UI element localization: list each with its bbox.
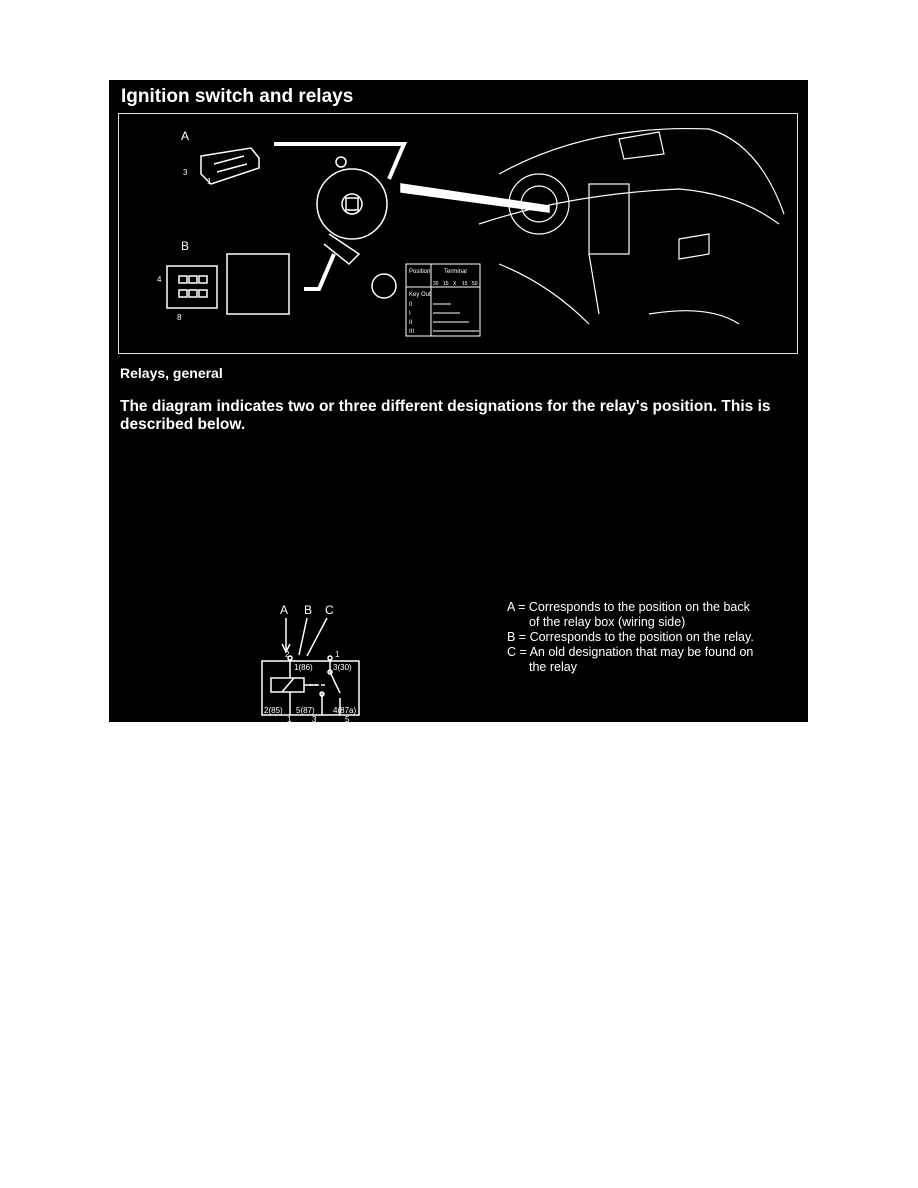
svg-text:2: 2 xyxy=(285,650,290,659)
svg-text:Position: Position xyxy=(409,269,430,275)
arrow-c-label: C xyxy=(325,603,334,617)
key-symbol xyxy=(371,273,397,299)
svg-text:4(87a): 4(87a) xyxy=(333,706,356,715)
svg-text:X: X xyxy=(453,281,457,287)
relay-legend: A = Corresponds to the position on the b… xyxy=(507,600,754,675)
svg-text:5: 5 xyxy=(345,715,350,722)
page-title: Ignition switch and relays xyxy=(121,86,354,107)
legend-c: C = An old designation that may be found… xyxy=(507,645,754,659)
svg-text:5(87): 5(87) xyxy=(296,706,315,715)
arrow-a-label: A xyxy=(280,603,288,617)
svg-text:3(30): 3(30) xyxy=(333,663,352,672)
pin-1-label: 1 xyxy=(207,177,212,186)
relay-diagram: A B C 2 1(86) 1 3(30) 2(85) 5(87) 4(87a)… xyxy=(261,603,360,722)
svg-text:2(85): 2(85) xyxy=(264,706,283,715)
pin-3-label: 3 xyxy=(183,168,188,177)
dashboard-drawing xyxy=(478,127,785,325)
legend-c-cont: the relay xyxy=(529,660,577,674)
section-subtitle: Relays, general xyxy=(120,365,223,381)
leader-line-b xyxy=(304,253,336,291)
pointer-beam xyxy=(400,183,550,213)
label-b: B xyxy=(181,239,189,253)
svg-text:I: I xyxy=(409,311,411,317)
svg-text:0: 0 xyxy=(409,302,413,308)
svg-text:15: 15 xyxy=(443,281,449,287)
legend-a-cont: of the relay box (wiring side) xyxy=(529,615,686,629)
svg-text:1: 1 xyxy=(335,650,340,659)
ignition-switch-figure: A 3 1 B 4 xyxy=(118,113,798,354)
connector-a-drawing xyxy=(200,147,260,185)
legend-a: A = Corresponds to the position on the b… xyxy=(507,600,750,614)
svg-text:50: 50 xyxy=(472,281,478,287)
svg-text:1(86): 1(86) xyxy=(294,663,313,672)
connector-b-drawing xyxy=(166,253,290,315)
arrow-c xyxy=(306,617,328,657)
svg-text:15: 15 xyxy=(462,281,468,287)
label-a: A xyxy=(181,129,189,143)
description-text: The diagram indicates two or three diffe… xyxy=(120,398,771,433)
leader-line-a xyxy=(274,142,408,180)
arrow-b xyxy=(298,617,308,656)
document-panel: Ignition switch and relays A 3 1 B xyxy=(109,80,808,722)
legend-b: B = Corresponds to the position on the r… xyxy=(507,630,754,644)
svg-text:30: 30 xyxy=(433,281,439,287)
ignition-switch-drawing xyxy=(316,156,388,266)
pin-8-label: 8 xyxy=(177,313,182,322)
svg-text:II: II xyxy=(409,320,413,326)
svg-text:III: III xyxy=(409,329,414,335)
svg-text:3: 3 xyxy=(312,715,317,722)
arrow-b-label: B xyxy=(304,603,312,617)
terminal-table: Position Terminal Key Out 0 I II III 30 … xyxy=(405,263,481,337)
arrow-a xyxy=(281,618,291,654)
relay-box xyxy=(261,660,360,716)
pin-4-label: 4 xyxy=(157,275,162,284)
svg-text:Terminal: Terminal xyxy=(444,269,467,275)
svg-text:1: 1 xyxy=(287,715,292,722)
svg-text:Key Out: Key Out xyxy=(409,292,431,298)
